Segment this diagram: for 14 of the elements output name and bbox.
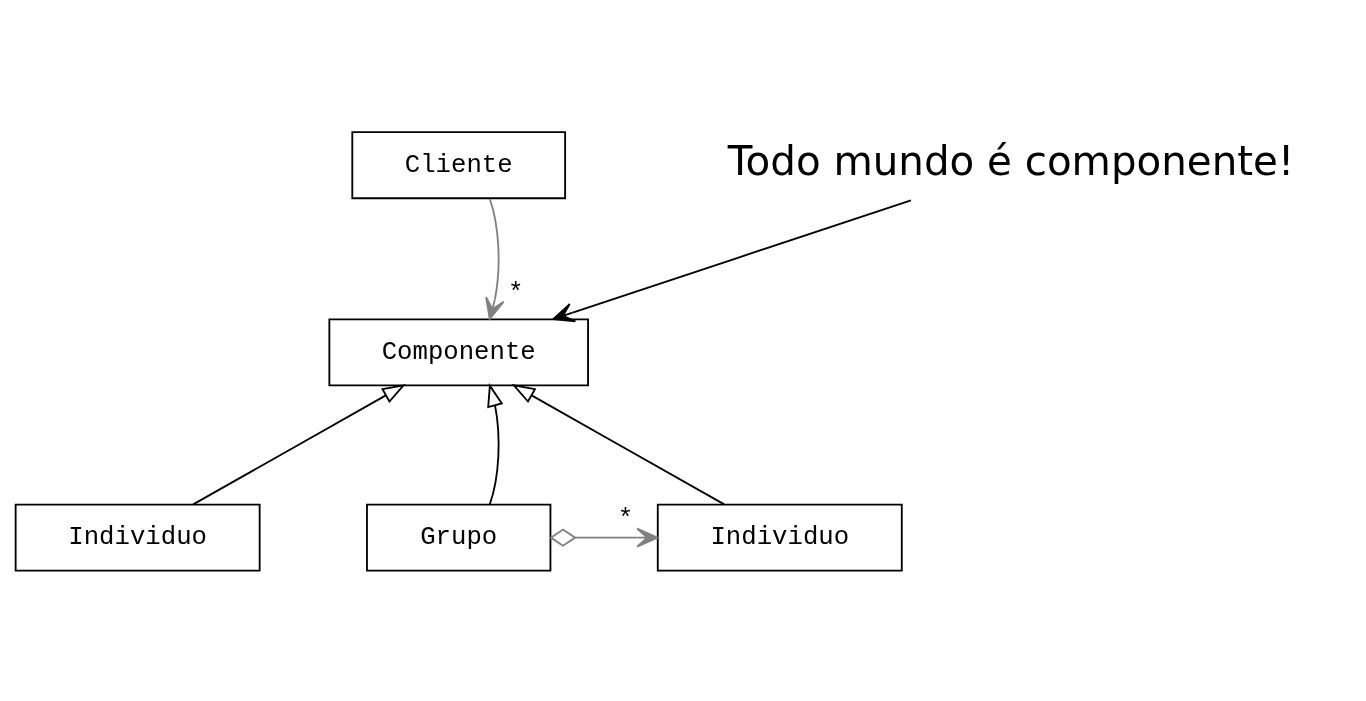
arrow — [487, 383, 504, 506]
arrow — [549, 527, 659, 548]
edge-label: * — [507, 278, 524, 308]
node-text: Todo mundo é componente! — [727, 138, 1295, 186]
node-box: Grupo — [366, 503, 552, 572]
node-box: Individuo — [14, 503, 261, 572]
node-box: Cliente — [351, 131, 567, 200]
node-box: Componente — [328, 318, 589, 387]
arrow — [192, 384, 406, 506]
arrow — [485, 198, 505, 320]
node-box: Individuo — [656, 503, 903, 572]
arrow — [511, 384, 726, 506]
edge-label: * — [617, 505, 634, 535]
arrow — [552, 199, 912, 323]
